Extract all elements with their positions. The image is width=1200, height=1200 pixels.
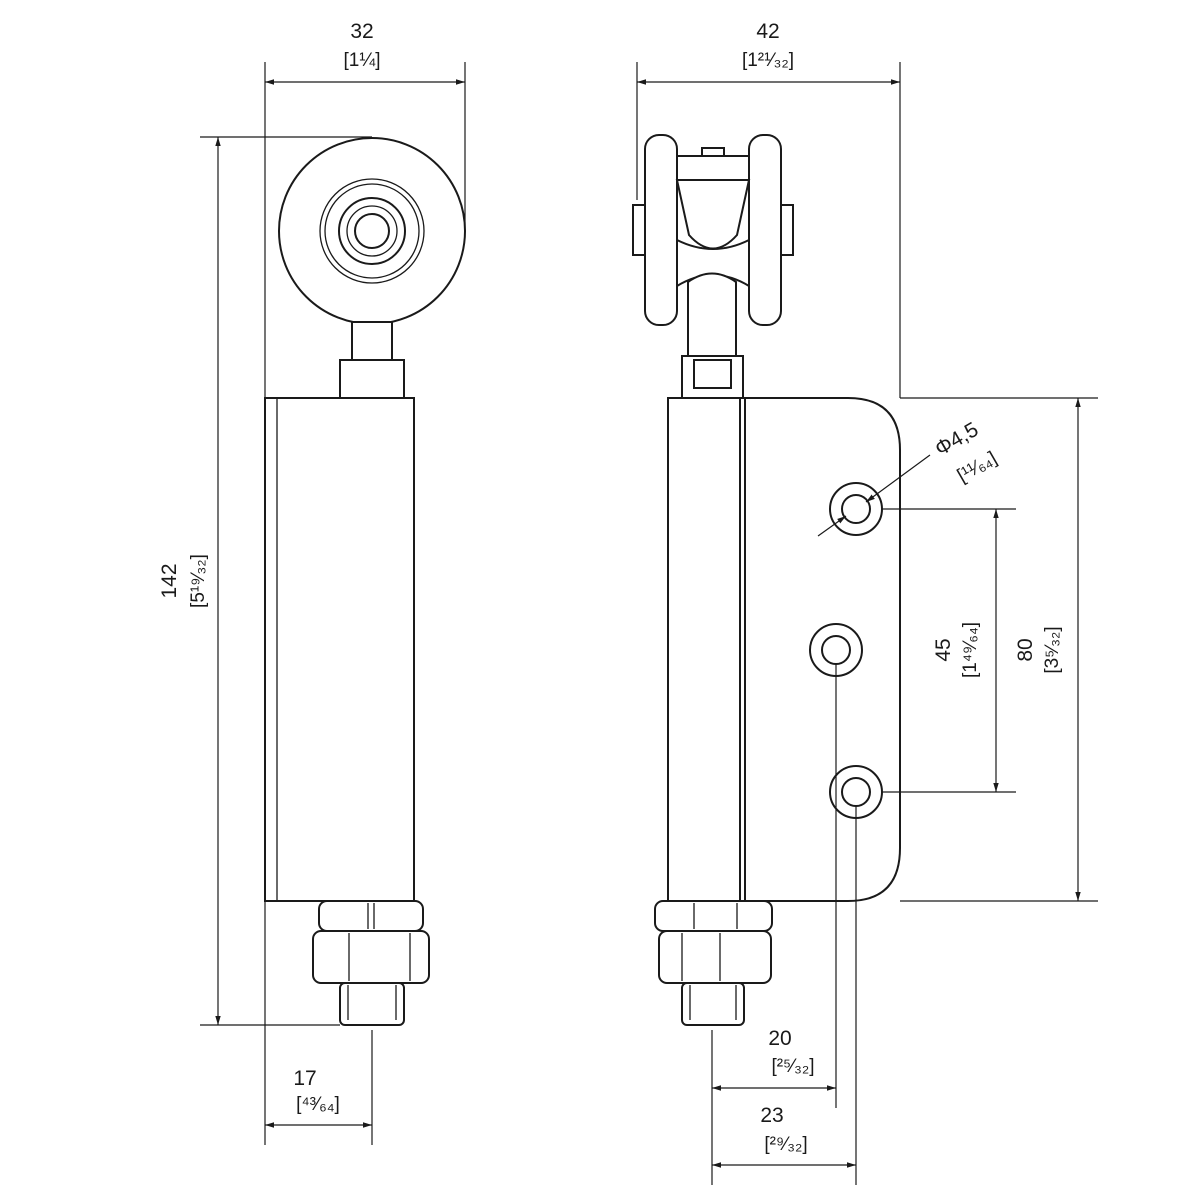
dim-front-width-imperial: [1¼] [344, 50, 381, 71]
side-nut-lower [658, 930, 772, 984]
dim-hole-offset-1: 20 [²⁵⁄₃₂] [711, 664, 837, 1185]
dim-total-height-imperial: [5¹⁹⁄₃₂] [188, 554, 209, 608]
dim-hole-spacing-imperial: [1⁴⁹⁄₆₄] [960, 622, 981, 678]
dim-side-width-imperial: [1²¹⁄₃₂] [742, 50, 794, 71]
side-nut-upper [654, 900, 773, 932]
dim-hole-offset-1-metric: 20 [768, 1027, 791, 1050]
dim-hole-offset-1-imperial: [²⁵⁄₃₂] [771, 1056, 814, 1077]
side-view [632, 134, 901, 1026]
side-wheel-right [748, 134, 794, 326]
dim-hole-diameter-imperial: [¹¹⁄₆₄] [954, 448, 1001, 487]
front-bolt-tip [339, 982, 405, 1026]
front-nut-lower [312, 930, 430, 984]
dim-hole-offset-2: 23 [²⁹⁄₃₂] [712, 806, 857, 1185]
side-axle-block [675, 147, 751, 288]
dim-hole-spacing: 45 [1⁴⁹⁄₆₄] [882, 508, 1016, 793]
dim-total-height: 142 [5¹⁹⁄₃₂] [158, 136, 372, 1026]
dim-bolt-offset-metric: 17 [293, 1067, 316, 1090]
side-body [667, 397, 746, 902]
side-bolt-tip [681, 982, 745, 1026]
front-view [264, 137, 466, 1026]
dim-hole-spacing-metric: 45 [932, 638, 955, 661]
front-wheel [278, 137, 466, 325]
front-nut-upper [318, 900, 424, 932]
dim-plate-height: 80 [3⁵⁄₃₂] [900, 397, 1098, 902]
mounting-holes [809, 482, 883, 819]
dim-side-width: 42 [1²¹⁄₃₂] [636, 20, 901, 398]
dim-side-width-metric: 42 [756, 20, 779, 43]
dim-bolt-offset-imperial: [⁴³⁄₆₄] [296, 1094, 340, 1115]
side-wheel-left [632, 134, 678, 326]
dim-plate-height-metric: 80 [1014, 638, 1037, 661]
dim-hole-offset-2-imperial: [²⁹⁄₃₂] [764, 1134, 807, 1155]
side-stem [681, 272, 744, 399]
front-stem [339, 321, 405, 399]
dim-total-height-metric: 142 [158, 563, 181, 598]
hole-middle [809, 623, 863, 677]
hole-top [829, 482, 883, 536]
dim-front-width: 32 [1¼] [264, 20, 466, 398]
dim-hole-diameter-metric: Φ4,5 [931, 418, 982, 461]
dim-plate-height-imperial: [3⁵⁄₃₂] [1042, 626, 1063, 673]
dim-front-width-metric: 32 [350, 20, 373, 43]
dim-bolt-offset: 17 [⁴³⁄₆₄] [264, 901, 373, 1145]
dim-hole-offset-2-metric: 23 [760, 1104, 783, 1127]
front-body [264, 397, 415, 902]
